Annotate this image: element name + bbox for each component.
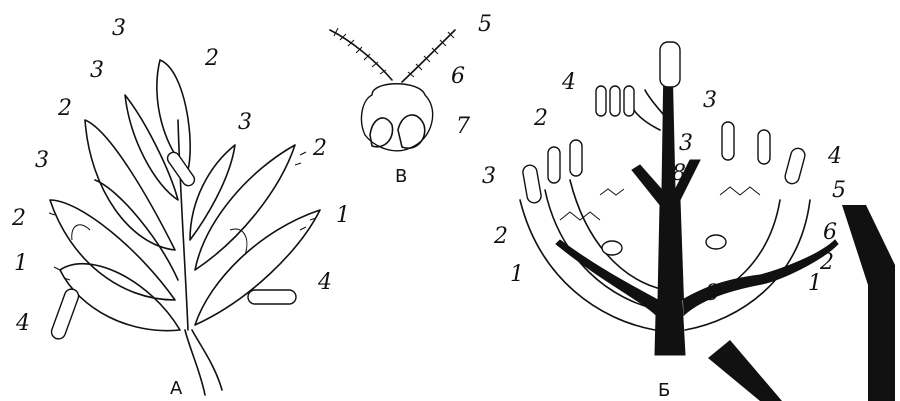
label-a-3-top: 3 bbox=[112, 18, 126, 40]
label-a-2-right: 2 bbox=[313, 138, 327, 160]
caption-c: В bbox=[395, 168, 407, 186]
label-a-2-top: 2 bbox=[205, 48, 219, 70]
label-b-2-upper: 2 bbox=[534, 108, 548, 130]
label-b-3-left: 3 bbox=[482, 166, 496, 188]
caption-a: А bbox=[170, 380, 182, 398]
label-a-3-left: 3 bbox=[35, 150, 49, 172]
label-b-2-right: 2 bbox=[820, 252, 834, 274]
label-a-1-right: 1 bbox=[336, 205, 350, 227]
label-b-4-left: 4 bbox=[562, 72, 576, 94]
label-a-1-left: 1 bbox=[14, 253, 28, 275]
label-a-4-left: 4 bbox=[16, 313, 30, 335]
label-a-2-upper: 2 bbox=[58, 98, 72, 120]
label-b-4-right: 4 bbox=[828, 146, 842, 168]
label-c-5: 5 bbox=[478, 14, 492, 36]
label-b-6: 6 bbox=[823, 222, 837, 244]
label-b-1-right: 1 bbox=[808, 273, 822, 295]
label-a-3-upper: 3 bbox=[90, 60, 104, 82]
label-b-5: 5 bbox=[832, 180, 846, 202]
label-a-2-left: 2 bbox=[12, 208, 26, 230]
label-c-7: 7 bbox=[456, 116, 470, 138]
label-b-3-top: 3 bbox=[703, 90, 717, 112]
caption-b: Б bbox=[658, 382, 670, 400]
label-b-2-left: 2 bbox=[494, 226, 508, 248]
label-b-3-mid: 3 bbox=[679, 133, 693, 155]
label-c-6: 6 bbox=[451, 66, 465, 88]
label-b-1-left: 1 bbox=[510, 264, 524, 286]
label-a-3-right: 3 bbox=[238, 112, 252, 134]
label-a-4-right: 4 bbox=[318, 272, 332, 294]
label-b-8-upper: 8 bbox=[672, 163, 686, 185]
label-b-8-lower: 8 bbox=[705, 283, 719, 305]
